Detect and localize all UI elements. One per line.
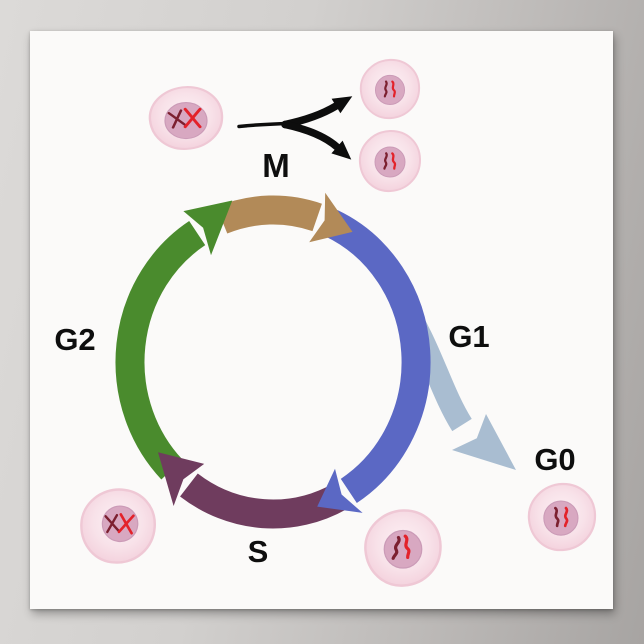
s-arrow-arc: [180, 473, 348, 529]
s-phase-cell: [364, 509, 442, 587]
cell-nucleus: [543, 500, 579, 536]
g1-phase-label: G1: [448, 319, 489, 354]
cell-nucleus: [374, 146, 406, 178]
division-fork-arrows: [237, 96, 353, 160]
g0-phase-label: G0: [534, 442, 575, 477]
g2-phase-label: G2: [54, 322, 95, 357]
parent-cell: [148, 85, 224, 151]
g1-arrowhead: [317, 468, 363, 513]
cell-nucleus: [101, 505, 139, 543]
daughter-cell-bottom: [358, 129, 422, 193]
m-arrow-arc: [216, 195, 322, 234]
cell-nucleus: [383, 529, 423, 569]
g0-exit-arrowhead: [452, 414, 516, 470]
cell-nucleus: [164, 102, 208, 140]
division-arrowhead-bottom: [331, 140, 352, 160]
cell-nucleus: [374, 74, 406, 106]
daughter-cell-top: [359, 58, 421, 120]
s-phase-label: S: [248, 534, 269, 569]
s-arrowhead: [158, 452, 205, 506]
division-arrowhead-top: [331, 96, 353, 114]
m-arrowhead: [309, 192, 353, 243]
g0-phase-cell: [527, 482, 597, 552]
division-branch-top: [281, 102, 340, 129]
g2-phase-cell: [76, 484, 160, 568]
g2-arrowhead: [183, 200, 233, 256]
m-phase-label: M: [262, 147, 290, 184]
division-branch-bottom: [281, 120, 341, 151]
g2-arrow-arc: [115, 221, 206, 480]
g1-arrow-arc: [324, 209, 431, 503]
